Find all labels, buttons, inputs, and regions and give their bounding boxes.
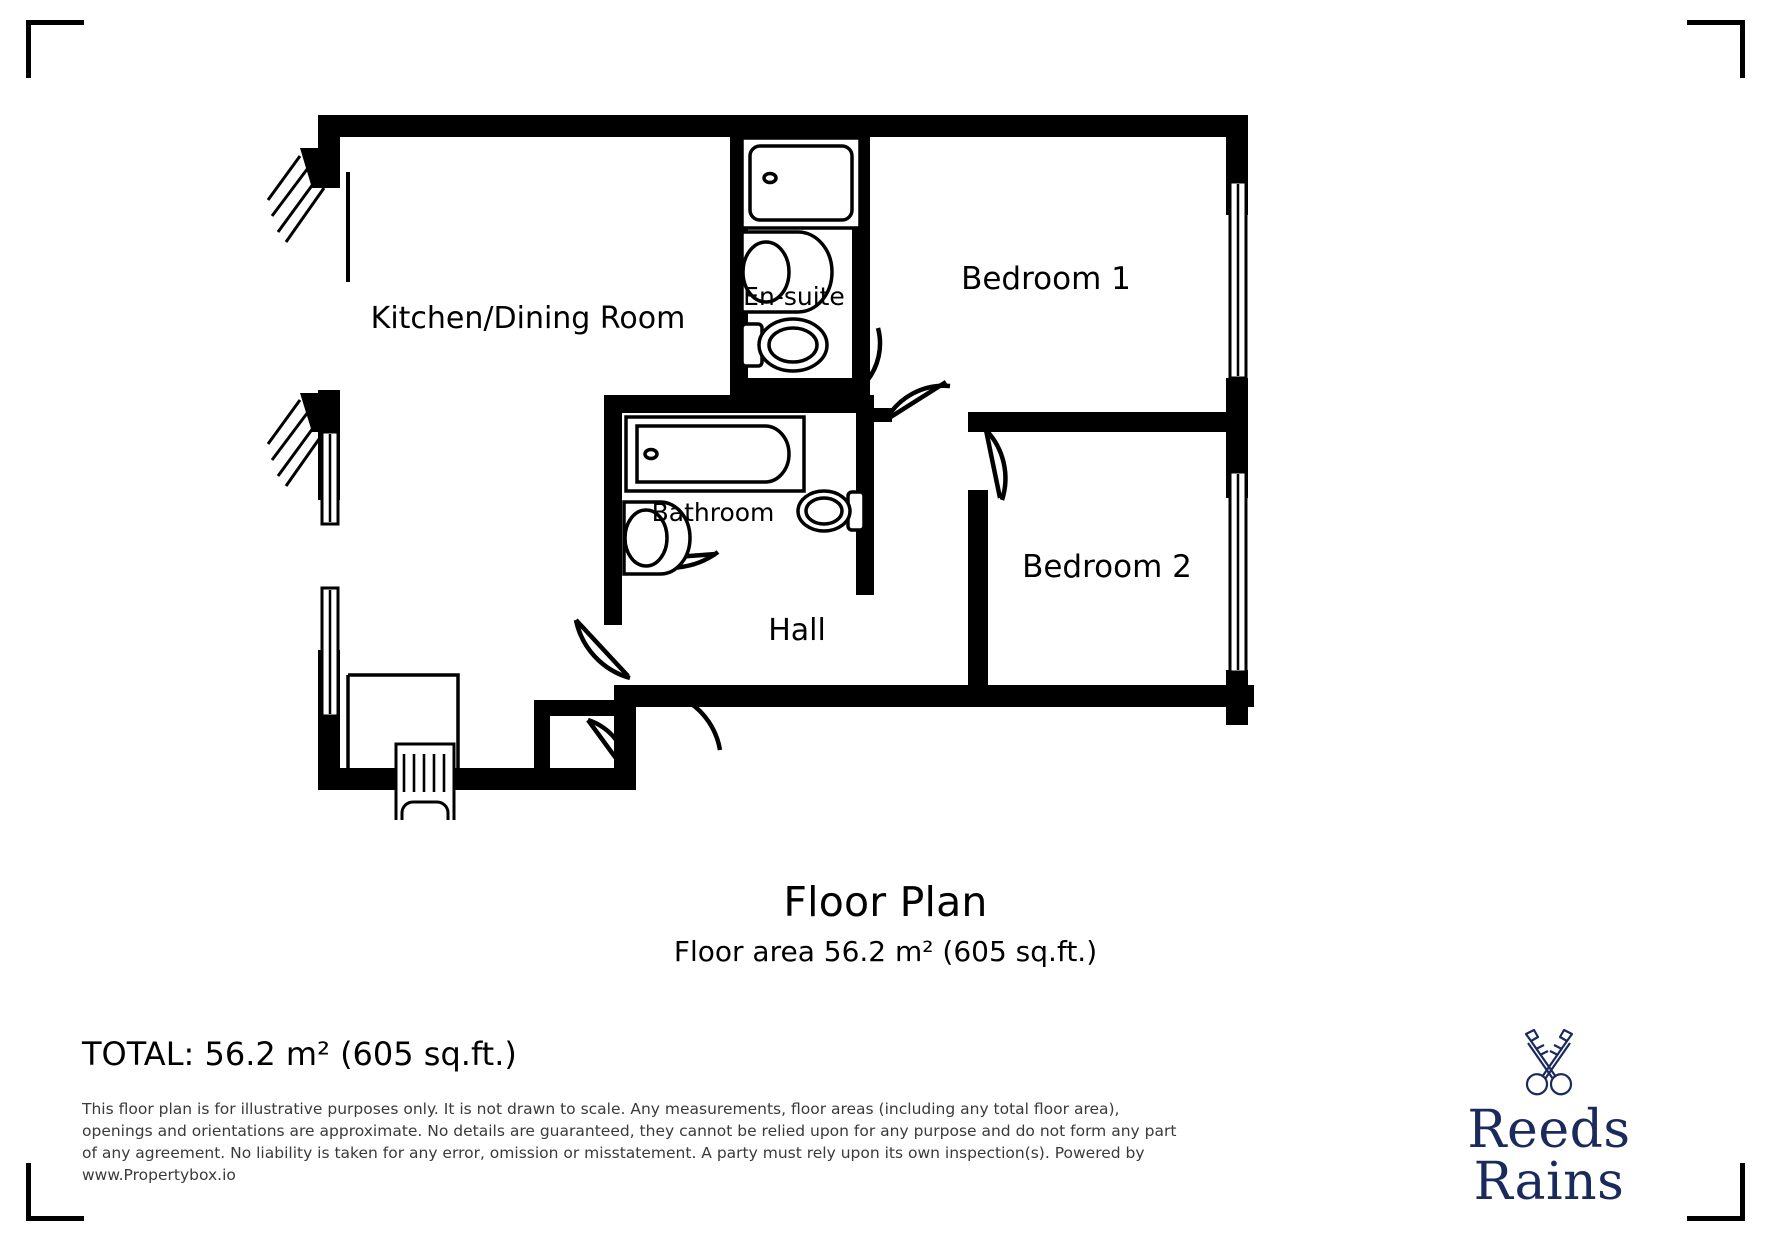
room-label-bedroom-1: Bedroom 1: [961, 261, 1131, 297]
window-bedroom-2: [1228, 470, 1248, 674]
disclaimer-text: This floor plan is for illustrative purp…: [82, 1100, 1177, 1184]
angled-wall-mid-left: [266, 393, 340, 487]
brand-name: Reeds Rains: [1467, 1100, 1631, 1212]
crossed-keys-icon: [1524, 1028, 1574, 1096]
wash-basin-bathroom-icon: [622, 500, 692, 576]
room-label-hall: Hall: [768, 613, 826, 648]
total-area-text: TOTAL: 56.2 m² (605 sq.ft.): [82, 1035, 517, 1073]
room-label-bedroom-2: Bedroom 2: [1022, 549, 1192, 585]
crop-mark-top-left: [26, 20, 84, 78]
door-hall-entry: [649, 687, 723, 751]
door-bedroom-2: [983, 428, 1008, 501]
angled-wall-top-left: [266, 148, 350, 282]
cupboard-walls: [534, 700, 636, 790]
door-bedroom-1: [884, 380, 951, 422]
door-kitchen: [573, 618, 631, 681]
crop-mark-bottom-right: [1687, 1163, 1745, 1221]
floor-plan-drawing: Kitchen/Dining Room En-suite Bedroom 1 B…: [266, 115, 1254, 820]
door-cupboard: [586, 717, 631, 775]
brand-logo: Reeds Rains: [1399, 1028, 1699, 1208]
shower-tray-icon: [740, 136, 862, 230]
kitchen-units: [346, 673, 636, 780]
wash-basin-ensuite-icon: [740, 230, 834, 314]
room-label-bathroom: Bathroom: [652, 498, 775, 527]
window-kitchen-left-lower: [320, 586, 340, 718]
toilet-bathroom-icon: [796, 489, 866, 533]
window-bedroom-1: [1228, 180, 1248, 380]
floor-area-text: Floor area 56.2 m² (605 sq.ft.): [673, 935, 1098, 969]
door-ensuite: [863, 322, 883, 384]
bath-icon: [624, 415, 806, 493]
kitchen-sink-icon: [394, 742, 456, 820]
room-label-kitchen-dining-room: Kitchen/Dining Room: [371, 301, 686, 336]
crop-mark-top-right: [1687, 20, 1745, 78]
window-kitchen-left-upper: [320, 430, 340, 526]
page-title: Floor Plan: [783, 878, 988, 926]
room-label-en-suite: En-suite: [743, 282, 845, 311]
toilet-ensuite-icon: [740, 317, 829, 373]
plan-title-block: Floor Plan Floor area 56.2 m² (605 sq.ft…: [0, 878, 1771, 969]
crop-mark-bottom-left: [26, 1163, 84, 1221]
